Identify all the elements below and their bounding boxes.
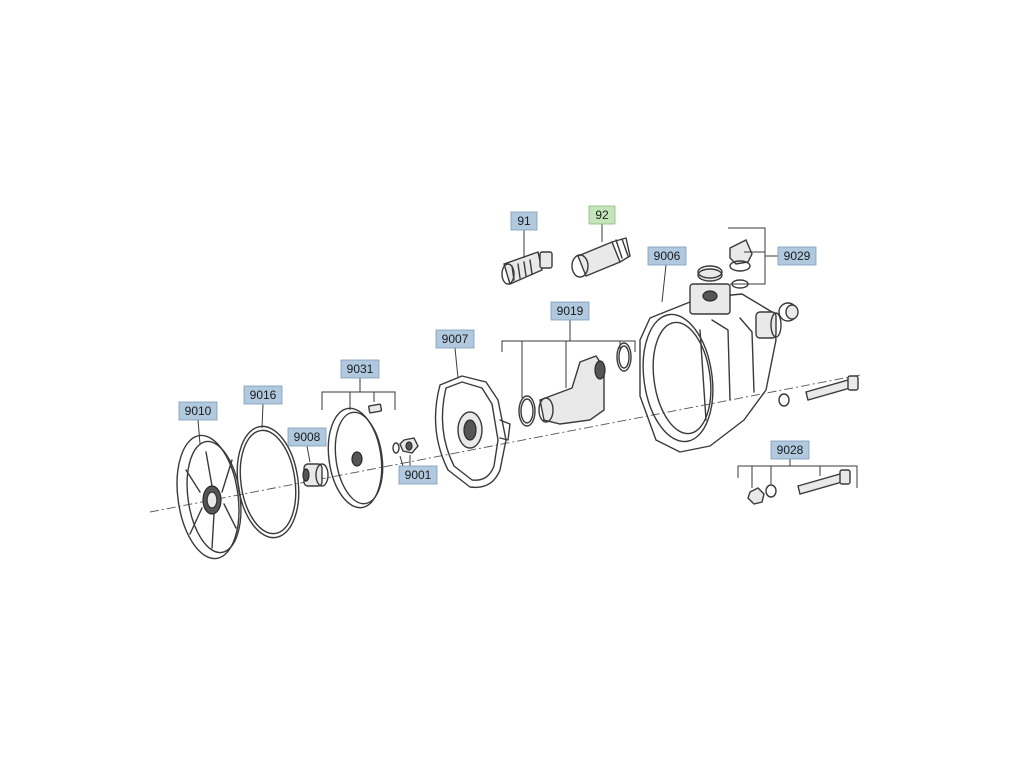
label-9029-text: 9029 — [784, 249, 811, 263]
label-9031-text: 9031 — [347, 362, 374, 376]
part-9016-o-ring — [236, 425, 300, 539]
label-9031: 9031 — [340, 359, 380, 379]
part-9031-impeller — [327, 403, 384, 509]
label-9016-text: 9016 — [250, 388, 277, 402]
label-91-text: 91 — [517, 214, 531, 228]
label-9019: 9019 — [550, 301, 590, 321]
label-91: 91 — [510, 211, 538, 231]
label-92-text: 92 — [595, 208, 609, 222]
part-9028-bolt-set — [747, 469, 851, 505]
part-92-check-valve — [571, 237, 631, 278]
label-9001: 9001 — [398, 465, 438, 485]
label-9019-text: 9019 — [557, 304, 584, 318]
label-9007: 9007 — [435, 329, 475, 349]
label-9010-text: 9010 — [185, 404, 212, 418]
part-9006-housing — [639, 283, 782, 453]
part-9019-ejector — [518, 342, 632, 427]
part-91-hose-connector — [501, 251, 553, 285]
drain-cap — [697, 265, 723, 282]
label-9029: 9029 — [777, 246, 817, 266]
label-9010: 9010 — [178, 401, 218, 421]
label-9016: 9016 — [243, 385, 283, 405]
part-9028-bolt-mounted — [778, 375, 859, 407]
part-9001-nut — [392, 437, 419, 454]
label-9006: 9006 — [647, 246, 687, 266]
label-9008: 9008 — [287, 427, 327, 447]
housing-side-plug — [778, 302, 799, 322]
label-9007-text: 9007 — [442, 332, 469, 346]
part-9029-filler-plug — [729, 239, 753, 289]
label-9028: 9028 — [770, 440, 810, 460]
leader-lines — [197, 224, 858, 488]
part-9008-bushing — [302, 463, 329, 487]
label-9008-text: 9008 — [294, 430, 321, 444]
label-92: 92 — [588, 205, 616, 225]
label-9006-text: 9006 — [654, 249, 681, 263]
part-9010-cover — [176, 434, 242, 560]
part-9007-diffuser — [434, 375, 511, 489]
label-9028-text: 9028 — [777, 443, 804, 457]
label-9001-text: 9001 — [405, 468, 432, 482]
